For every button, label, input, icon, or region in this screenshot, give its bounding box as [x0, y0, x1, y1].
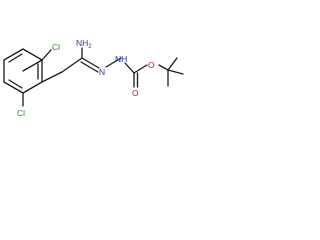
nh-carbonyl-bond	[124, 62, 135, 74]
amine-label: NH2	[76, 38, 92, 50]
aromatic-double-bond	[8, 79, 23, 89]
ch2-amidine-bond	[61, 57, 83, 73]
carbonyl-oxygen-label: O	[132, 88, 139, 98]
ester-oxygen-label: O	[148, 60, 155, 70]
n-n-bond	[105, 57, 122, 68]
chlorine-top-label: Cl	[52, 42, 60, 52]
carbonyl-ester-o-bond	[133, 64, 148, 74]
c-cl-bond-top	[41, 49, 52, 61]
tbutyl-methyl-top	[167, 57, 178, 71]
ester-o-tbutyl-bond	[158, 64, 169, 71]
benzene-ring	[3, 48, 43, 94]
tbutyl-methyl-right	[167, 69, 184, 75]
imine-nitrogen-label: N	[99, 67, 105, 77]
aromatic-double-bond	[8, 53, 23, 63]
hydrazide-nh-label: NH	[115, 54, 127, 64]
molecule-structure-diagram: Cl Cl NH2 N NH O O	[3, 38, 184, 118]
ring-ch2-bond	[41, 71, 63, 83]
chlorine-bottom-label: Cl	[17, 108, 25, 118]
imine-double-bond	[81, 57, 100, 69]
imine-double-bond-second	[80, 61, 99, 73]
